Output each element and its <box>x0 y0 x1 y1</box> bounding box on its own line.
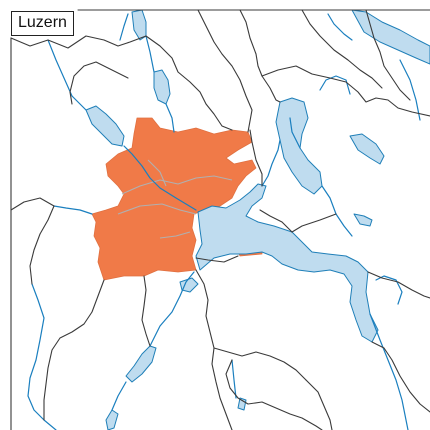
border <box>305 379 333 430</box>
lake-zuerichsee[interactable] <box>351 9 430 65</box>
border <box>197 9 253 133</box>
river <box>53 205 93 215</box>
river <box>111 381 127 411</box>
map-title: Luzern <box>11 11 74 36</box>
river <box>47 39 87 111</box>
district-line <box>117 203 197 215</box>
lake-alpnachersee[interactable] <box>179 277 199 293</box>
river <box>327 13 353 41</box>
border <box>365 9 411 101</box>
river <box>119 13 129 41</box>
border <box>195 269 233 430</box>
river <box>231 359 237 399</box>
district-line <box>147 159 167 187</box>
river <box>149 271 195 347</box>
border <box>249 129 263 187</box>
district-lines <box>117 159 233 239</box>
border <box>259 209 293 233</box>
border <box>261 65 430 117</box>
border <box>10 35 147 49</box>
borders <box>10 9 430 430</box>
lake-aegerisee[interactable] <box>349 133 385 165</box>
lake-sempachersee[interactable] <box>85 105 125 147</box>
border <box>301 9 383 89</box>
region-luzern-shape[interactable] <box>91 117 257 281</box>
border <box>225 359 323 430</box>
river <box>319 75 351 95</box>
river <box>165 103 175 133</box>
district-line <box>121 175 233 195</box>
border <box>213 347 307 381</box>
border <box>141 275 151 347</box>
lake-baldeggersee[interactable] <box>153 69 171 105</box>
border <box>371 341 430 413</box>
border <box>43 279 105 421</box>
border <box>261 75 281 103</box>
lake-lungerersee[interactable] <box>105 409 119 430</box>
river <box>399 59 421 121</box>
district-line <box>159 231 191 239</box>
border <box>291 213 337 233</box>
river <box>321 185 353 237</box>
lake-small[interactable] <box>353 213 373 227</box>
lake-hallwilersee[interactable] <box>131 9 147 41</box>
river <box>123 145 197 211</box>
river <box>369 313 409 430</box>
border <box>10 197 55 211</box>
river <box>27 283 57 430</box>
lake-sarnersee[interactable] <box>125 345 157 383</box>
border <box>145 35 233 131</box>
border <box>239 9 263 77</box>
lake-vierwaldstaettersee[interactable] <box>195 183 379 343</box>
border <box>69 61 129 105</box>
border <box>29 205 55 285</box>
river <box>261 139 281 187</box>
river <box>289 117 301 149</box>
river <box>145 35 155 73</box>
border <box>195 255 239 263</box>
border <box>367 271 430 299</box>
